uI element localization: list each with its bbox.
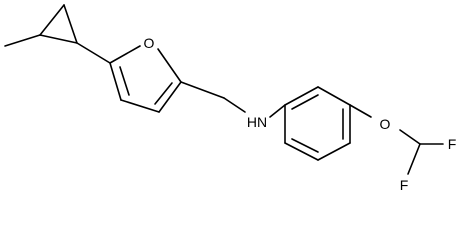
bond-furan-c5-o bbox=[109, 45, 141, 64]
bond-cyclopropyl-furan bbox=[76, 42, 111, 64]
bond-ch2-nh bbox=[223, 97, 246, 113]
bond-methyl bbox=[4, 34, 41, 47]
furan-ring bbox=[109, 45, 182, 113]
bond-furan-c4-c5-inner bbox=[119, 66, 130, 96]
bond-furan-c3-c4 bbox=[120, 99, 160, 113]
bond-benzene-2 bbox=[284, 142, 319, 161]
atom-ether-oxygen: O bbox=[380, 116, 391, 132]
bond-cyclopropane-2 bbox=[63, 4, 78, 44]
chemical-structure-diagram: O HN O F F bbox=[4, 4, 457, 193]
atom-fluorine-2: F bbox=[400, 177, 409, 193]
bond-benzene-5 bbox=[317, 86, 351, 106]
bond-benzene-o bbox=[349, 104, 372, 118]
cyclopropane-ring bbox=[39, 4, 78, 44]
atom-fluorine-1: F bbox=[448, 136, 457, 152]
bond-furan-o-c2 bbox=[157, 48, 182, 83]
bond-cyclopropane-3 bbox=[39, 34, 78, 44]
bond-nh-benzene bbox=[269, 104, 286, 118]
bond-furan-ch2 bbox=[180, 81, 225, 99]
bond-o-chf2 bbox=[399, 129, 421, 145]
benzene-ring bbox=[284, 86, 351, 161]
bond-furan-c2-c3-inner bbox=[154, 82, 173, 105]
bond-furan-c2-c3 bbox=[158, 81, 182, 113]
bond-benzene-6 bbox=[284, 86, 319, 106]
bond-cyclopropane-1 bbox=[39, 4, 65, 36]
bond-benzene-3 bbox=[317, 142, 351, 161]
atom-furan-oxygen: O bbox=[144, 35, 155, 51]
bond-furan-c4-c5 bbox=[109, 62, 122, 101]
bond-benzene-inner-1 bbox=[291, 94, 319, 110]
atom-amine-nh: HN bbox=[247, 114, 267, 130]
bond-benzene-inner-3 bbox=[291, 138, 319, 153]
bond-c-f2 bbox=[407, 143, 421, 175]
